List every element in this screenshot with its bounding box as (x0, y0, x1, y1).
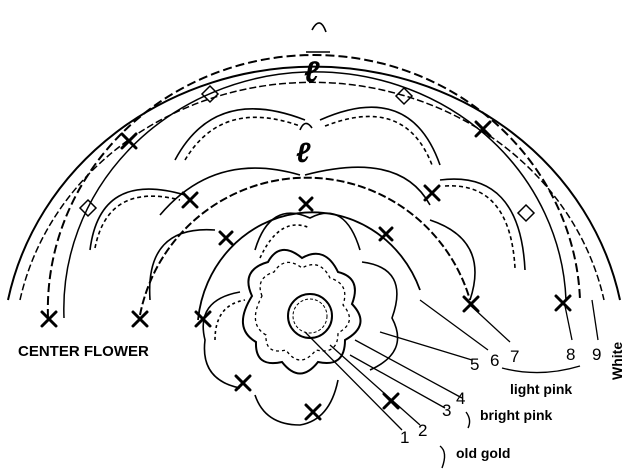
color-label-bright-pink: bright pink (480, 407, 553, 423)
round-number-4: 4 (456, 389, 465, 408)
round-group-brackets (439, 365, 581, 469)
stitch-marker-top: ℓ (304, 56, 320, 89)
round-9-inner-arc (19, 81, 605, 301)
round-2-flower (242, 249, 362, 375)
round-number-6: 6 (490, 351, 499, 370)
round-number-9: 9 (592, 345, 601, 364)
center-ring (287, 293, 333, 339)
round-number-3: 3 (442, 401, 451, 420)
color-label-white: White (609, 342, 625, 380)
picot-markers (78, 84, 536, 223)
outer-scallops (89, 106, 526, 301)
top-chain-loops (299, 22, 330, 131)
inner-petals (202, 212, 399, 426)
color-label-light-pink: light pink (510, 381, 572, 397)
round-8-inner-arc (63, 71, 567, 319)
round-number-5: 5 (470, 355, 479, 374)
round-9-arc (7, 65, 621, 301)
round-number-2: 2 (418, 421, 427, 440)
round-number-8: 8 (566, 345, 575, 364)
stitch-marker-middle: ℓ (296, 137, 311, 168)
diagram-title: CENTER FLOWER (18, 343, 149, 360)
join-markers (40, 120, 572, 421)
round-leader-lines (304, 299, 599, 431)
center-ring-inner (292, 298, 328, 334)
round-8-arc (46, 53, 581, 319)
round-7-arc (139, 176, 471, 316)
color-label-old-gold: old gold (456, 445, 510, 461)
round-number-1: 1 (400, 428, 409, 447)
round-number-7: 7 (510, 347, 519, 366)
round-6-arc (197, 211, 421, 321)
